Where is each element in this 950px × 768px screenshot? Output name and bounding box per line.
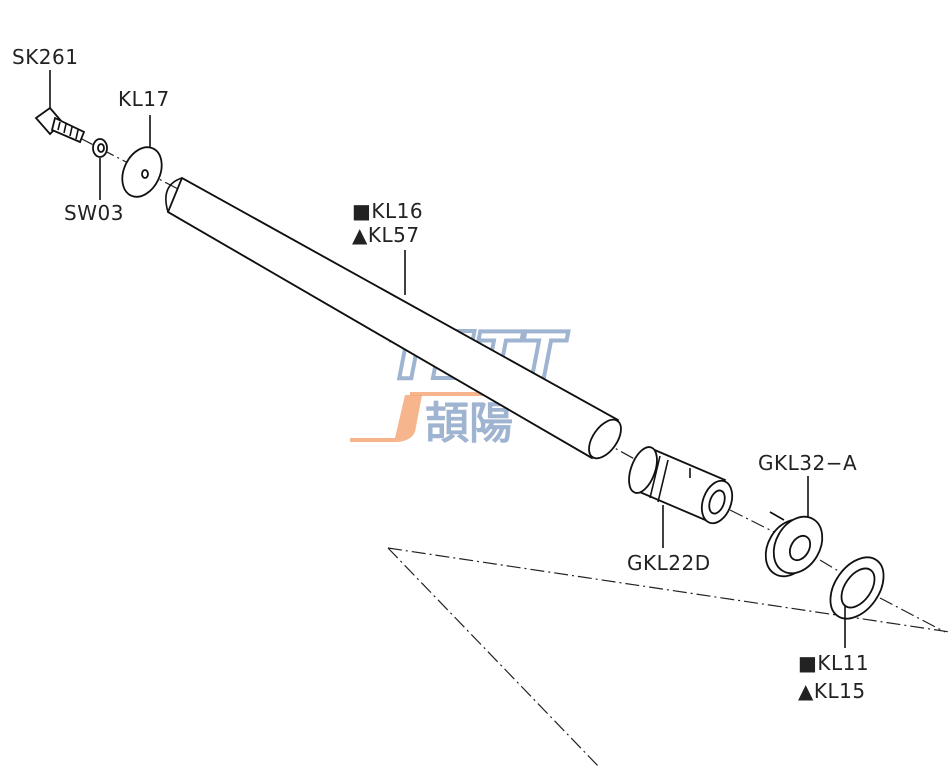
label-kl15: ▲KL15 — [798, 679, 866, 703]
label-gkl22d: GKL22D — [627, 551, 711, 575]
label-sw03: SW03 — [64, 201, 124, 225]
label-gkl32a: GKL32−A — [758, 451, 857, 475]
label-kl16: ■KL16 — [352, 199, 423, 223]
shaft-tube — [165, 176, 622, 460]
collar-gkl32a — [764, 511, 824, 578]
label-kl17: KL17 — [118, 87, 170, 111]
screw-sk261 — [34, 106, 86, 144]
svg-text:頡陽: 頡陽 — [425, 398, 513, 449]
bushing-gkl22d — [628, 446, 734, 525]
label-kl57: ▲KL57 — [352, 223, 420, 247]
ring-kl11 — [829, 556, 885, 620]
leader-lines — [49, 70, 846, 648]
label-kl11: ■KL11 — [798, 651, 869, 675]
label-sk261: SK261 — [12, 45, 78, 69]
reference-plane — [387, 547, 950, 768]
